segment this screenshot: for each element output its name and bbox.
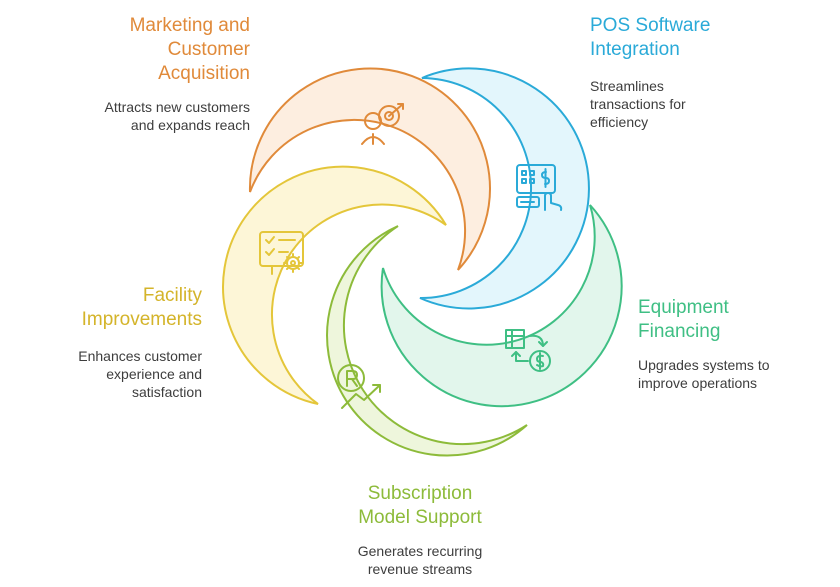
recurring-revenue-icon bbox=[337, 364, 381, 409]
equipment-circle bbox=[380, 204, 623, 408]
subscription-description: Generates recurring revenue streams bbox=[357, 543, 483, 577]
facility-title: Facility Improvements bbox=[81, 285, 202, 330]
equipment-finance-icon bbox=[505, 329, 551, 372]
pos-terminal-icon bbox=[516, 164, 563, 211]
target-person-icon bbox=[361, 103, 404, 145]
pos-description: Streamlines transactions for efficiency bbox=[590, 78, 686, 130]
facility-circle bbox=[222, 165, 447, 405]
pos-circle bbox=[419, 67, 590, 310]
subscription-circle bbox=[326, 225, 528, 457]
equipment-title: Equipment Financing bbox=[638, 297, 729, 342]
marketing-circle bbox=[248, 67, 491, 271]
marketing-title: Marketing and Customer Acquisition bbox=[129, 15, 250, 84]
facility-description: Enhances customer experience and satisfa… bbox=[78, 348, 202, 400]
marketing-description: Attracts new customers and expands reach bbox=[104, 99, 251, 133]
subscription-title: Subscription Model Support bbox=[358, 483, 482, 528]
equipment-description: Upgrades systems to improve operations bbox=[638, 357, 770, 391]
pos-title: POS Software Integration bbox=[590, 15, 711, 60]
checklist-gear-icon bbox=[259, 231, 304, 275]
